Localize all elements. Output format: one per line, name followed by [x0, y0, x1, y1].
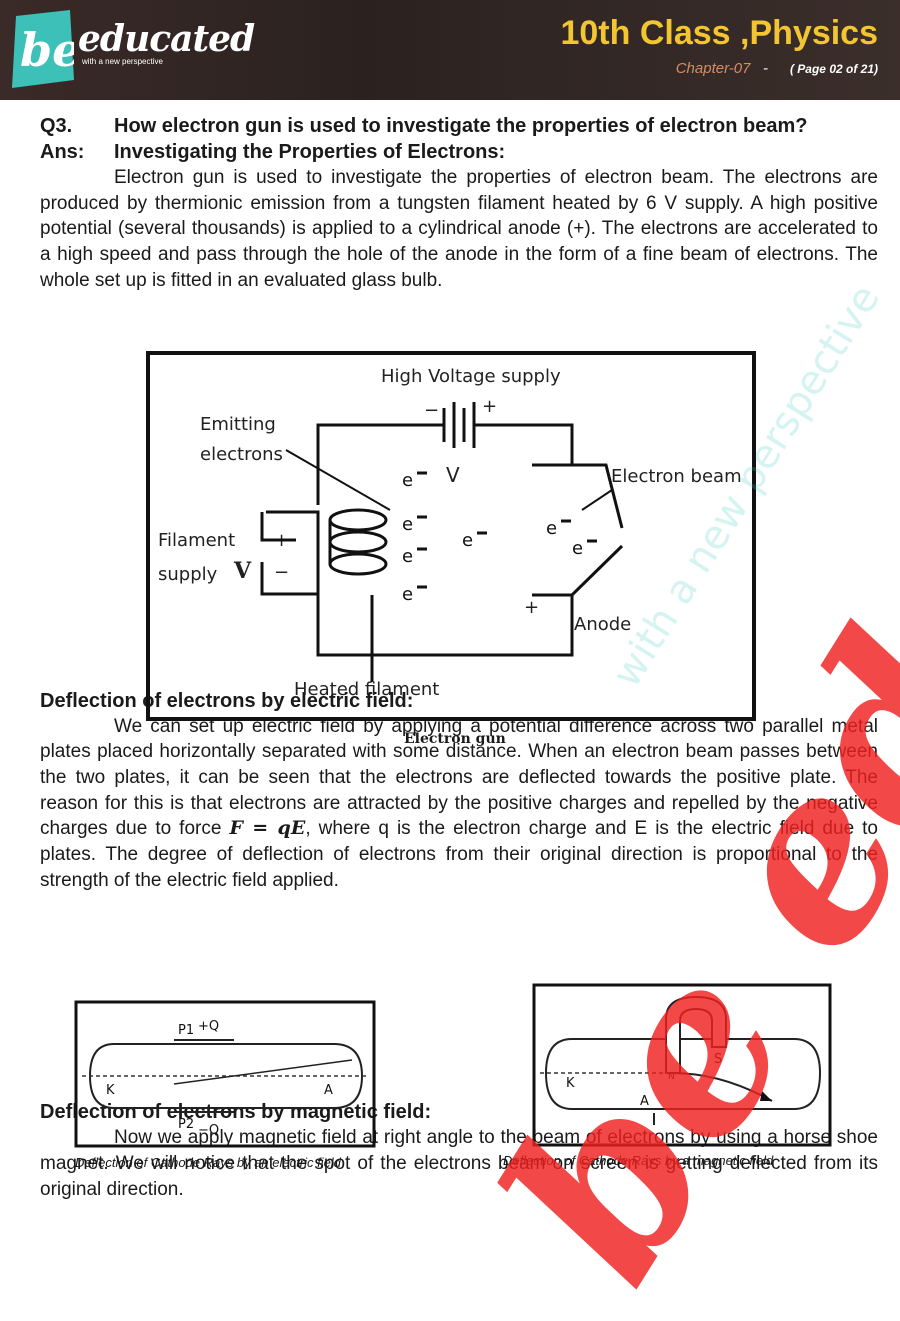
magnetic-paragraph: Now we apply magnetic field at right ang… — [40, 1127, 878, 1200]
page-content: Q3. How electron gun is used to investig… — [40, 113, 878, 1203]
svg-text:e: e — [572, 538, 583, 559]
logo-text: educated — [78, 18, 255, 60]
svg-text:e: e — [402, 470, 413, 491]
electric-deflection-figure: P1 +Q K A P2 −Q — [74, 1000, 376, 1148]
question-row: Q3. How electron gun is used to investig… — [40, 113, 878, 139]
magnetic-deflection-figure: K A S N — [532, 983, 832, 1147]
chapter-label: Chapter-07 - — [675, 60, 768, 77]
svg-text:A: A — [640, 1094, 649, 1109]
page-number: ( Page 02 of 21) — [789, 62, 878, 76]
question-text: How electron gun is used to investigate … — [114, 115, 808, 137]
svg-text:−: − — [274, 562, 289, 583]
svg-text:electrons: electrons — [200, 444, 283, 465]
emitting-label: Emitting — [200, 414, 276, 435]
header-bar: be educated with a new perspective 10th … — [0, 0, 900, 100]
logo-tagline: with a new perspective — [82, 57, 163, 66]
svg-text:K: K — [106, 1083, 115, 1098]
electron-gun-caption: Electron gun — [404, 731, 506, 747]
magnetic-section-title: Deflection of electrons by magnetic fiel… — [40, 1101, 432, 1124]
answer-paragraph: Electron gun is used to investigate the … — [40, 167, 878, 291]
electron-labels: e e e e e e e — [402, 470, 583, 605]
class-title: 10th Class ,Physics — [560, 14, 878, 52]
answer-label: Ans: — [40, 141, 85, 163]
svg-text:e: e — [402, 584, 413, 605]
svg-text:−Q: −Q — [198, 1123, 219, 1138]
svg-text:N: N — [668, 1072, 675, 1082]
question-label: Q3. — [40, 115, 73, 137]
svg-text:A: A — [324, 1083, 333, 1098]
svg-text:+Q: +Q — [198, 1019, 219, 1034]
electric-section-title: Deflection of electrons by electric fiel… — [40, 689, 414, 712]
high-voltage-label: High Voltage supply — [381, 366, 561, 387]
answer-row: Ans: Investigating the Properties of Ele… — [40, 139, 878, 165]
magnetic-figure-caption: Deflection of Cathode Rays by a magnetic… — [503, 1153, 774, 1168]
electric-figure-caption: Deflection of Cathode Rays by an electri… — [75, 1155, 341, 1170]
electron-beam-label: Electron beam — [611, 466, 742, 487]
anode-label: Anode — [574, 614, 631, 635]
svg-text:−: − — [424, 400, 439, 421]
svg-text:V: V — [446, 463, 460, 487]
svg-text:P2: P2 — [178, 1117, 194, 1132]
svg-text:e: e — [462, 530, 473, 551]
answer-title: Investigating the Properties of Electron… — [114, 141, 506, 163]
heated-filament-label: Heated filament — [294, 679, 439, 700]
svg-text:e: e — [402, 514, 413, 535]
svg-text:supply: supply — [158, 564, 218, 585]
svg-text:+: + — [482, 396, 497, 417]
svg-text:V: V — [233, 558, 252, 584]
force-formula: F = qE — [229, 817, 306, 840]
electric-paragraph: We can set up electric field by applying… — [40, 715, 878, 891]
svg-text:e: e — [546, 518, 557, 539]
logo-be: be — [20, 23, 74, 77]
svg-text:K: K — [566, 1076, 575, 1091]
filament-label: Filament — [158, 530, 235, 551]
svg-text:S: S — [714, 1052, 722, 1067]
svg-text:P1: P1 — [178, 1023, 194, 1038]
electron-gun-diagram: High Voltage supply − + Emitting electro… — [146, 351, 756, 721]
svg-text:e: e — [402, 546, 413, 567]
logo-icon: be — [12, 10, 74, 88]
svg-text:+: + — [524, 597, 539, 618]
